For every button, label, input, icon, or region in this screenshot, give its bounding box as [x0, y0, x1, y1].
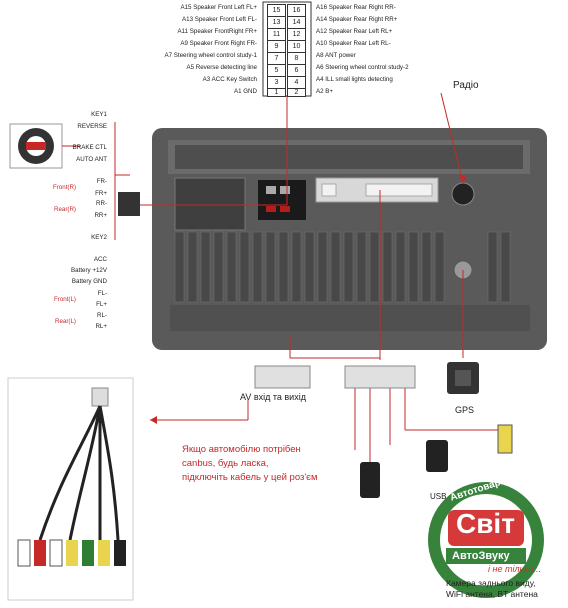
harness-auto-ant: AUTO ANT [76, 156, 107, 163]
canbus-connector [344, 365, 416, 389]
harness-fr-plus: FR+ [95, 190, 107, 197]
harness-brake-ctl: BRAKE CTL [72, 144, 107, 151]
harness-acc: ACC [93, 256, 107, 263]
harness-front-r-label: Front(R) [52, 184, 76, 191]
harness-reverse: REVERSE [77, 123, 107, 130]
pin-label-a14: A14 Speaker Rear Right RR+ [316, 16, 398, 23]
logo-slogan: і не тільки... [488, 564, 542, 574]
pin-label-a11: A11 Speaker FrontRight FR+ [177, 28, 258, 35]
pin-label-a8: A8 ANT power [316, 52, 356, 59]
canbus-note-line-3: підключіть кабель у цей роз'єм [182, 472, 318, 483]
left-port [174, 177, 246, 231]
pin-1: 1 [267, 88, 286, 97]
pin-label-a6: A6 Steering wheel control study-2 [316, 64, 409, 71]
harness-rr-plus: RR+ [94, 212, 107, 219]
harness-rear-l-label: Rear(L) [55, 318, 76, 325]
harness-front-l-label: Front(L) [53, 296, 76, 303]
svit-avtozvuku-logo [428, 482, 544, 598]
harness-battery-12v: Battery +12V [71, 267, 107, 274]
pin-label-a7: A7 Steering wheel control study-1 [164, 52, 257, 59]
heatsink-ribs [174, 231, 511, 303]
radio-label: Радіо [453, 80, 479, 91]
usb-plug [426, 440, 448, 472]
rear-camera-line-2: WiFi антена, BT антена [446, 589, 538, 599]
canbus-note-line-2: canbus, будь ласка, [182, 458, 269, 469]
av-connector [254, 365, 311, 389]
pin-label-a15: A15 Speaker Front Left FL+ [180, 4, 257, 11]
pin-label-a10: A10 Speaker Rear Left RL- [316, 40, 391, 47]
harness-rear-r-label: Rear(R) [53, 206, 76, 213]
usb-label: USB [430, 492, 447, 501]
harness-battery-gnd: Battery GND [71, 278, 107, 285]
pin-label-a2: A2 B+ [316, 88, 334, 95]
gps-label: GPS [455, 405, 475, 415]
harness-plug [118, 192, 140, 216]
pin-label-a1: A1 GND [233, 88, 257, 95]
canbus-plug [360, 462, 380, 498]
pin-label-a9: A9 Speaker Front Right FR- [180, 40, 257, 47]
canbus-note: Якщо автомобілю потрібен canbus, будь ла… [182, 443, 318, 485]
yellow-rca [497, 424, 513, 454]
canbus-note-line-1: Якщо автомобілю потрібен [182, 444, 301, 455]
radio-port [451, 182, 475, 206]
pin-label-a3: A3 ACC Key Switch [202, 76, 257, 83]
harness-rl-minus: RL- [97, 312, 107, 319]
harness-key1: KEY1 [91, 111, 107, 118]
harness-rl-plus: RL+ [95, 323, 107, 330]
leader-lines [114, 92, 500, 475]
harness-fr-minus: FR- [96, 178, 107, 185]
harness-rr-minus: RR- [96, 200, 107, 207]
pin-2: 2 [287, 88, 306, 97]
rear-camera-note: Камера заднього виду, WiFi антена, BT ан… [446, 578, 564, 600]
steering-wheel-graphic [9, 123, 63, 169]
harness-fl-minus: FL- [97, 290, 107, 297]
logo-sub-text: АвтоЗвуку [452, 550, 510, 562]
pin-label-a13: A13 Speaker Front Left FL- [182, 16, 257, 23]
av-label: AV вхід та вихід [240, 392, 306, 402]
rca-cable-bundle [7, 377, 134, 601]
pin-label-a12: A12 Speaker Rear Left RL+ [316, 28, 393, 35]
pin-label-a4: A4 ILL small lights detecting [316, 76, 393, 83]
pin-label-a16: A16 Speaker Rear Right RR- [316, 4, 396, 11]
rear-camera-line-1: Камера заднього виду, [446, 578, 536, 588]
bottom-fins [170, 305, 530, 331]
pin-label-a5: A5 Reverse detecting line [186, 64, 257, 71]
logo-main-text: Світ [456, 508, 515, 539]
harness-key2: KEY2 [91, 234, 107, 241]
harness-fl-plus: FL+ [96, 301, 107, 308]
